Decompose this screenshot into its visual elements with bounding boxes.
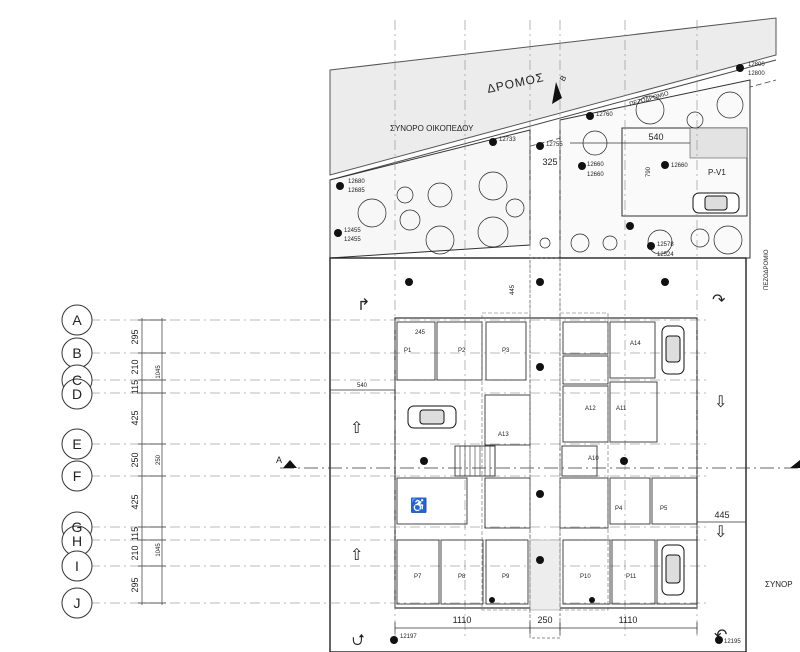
parking-v1-label: P-V1	[708, 168, 726, 177]
hdim-445v: 445	[510, 284, 516, 295]
zone-left	[481, 312, 531, 611]
hdim-325: 325	[542, 157, 557, 167]
axis-label-j: J	[74, 595, 81, 611]
level-label: 12195	[724, 639, 741, 645]
room-label: P1	[404, 348, 412, 354]
hdim-540: 540	[648, 132, 663, 142]
level-label: 12524	[657, 252, 674, 258]
road-curb-line	[329, 59, 777, 181]
axis-bubbles	[61, 304, 93, 619]
vdim-4: 425	[130, 410, 140, 425]
level-label: 12800	[748, 62, 765, 68]
hdim-790: 790	[646, 166, 652, 177]
level-label: 12755	[546, 142, 563, 148]
parking-v1-zone	[621, 127, 748, 217]
plot-boundary-label: ΣΥΝΟΡΟ ΟΙΚΟΠΕΔΟΥ	[390, 124, 474, 133]
stairs	[459, 445, 496, 477]
vtotal-2: 250	[156, 454, 162, 465]
room-label: P5	[660, 506, 668, 512]
hdim-middle: 250	[537, 615, 552, 625]
axis-label-f: F	[73, 468, 82, 484]
level-label: 12197	[400, 634, 417, 640]
level-label: 12680	[348, 179, 365, 185]
room-label: A10	[588, 456, 599, 462]
svg-text:⇧: ⇧	[350, 547, 363, 564]
hdim-left: 1110	[453, 615, 472, 625]
level-label: 12455	[344, 237, 361, 243]
level-label: 12660	[587, 162, 604, 168]
hdim-right-offset: 445	[714, 510, 729, 520]
road-strip	[329, 17, 777, 176]
level-label: 12455	[344, 228, 361, 234]
level-label: 12660	[671, 163, 688, 169]
svg-text:⇩: ⇩	[714, 524, 727, 541]
plot-boundary-right-label: ΣΥΝΟΡ	[765, 580, 793, 589]
section-a-marker-right	[790, 460, 800, 468]
shrubs	[357, 91, 744, 255]
level-label: 12733	[499, 137, 516, 143]
axis-label-b: B	[72, 345, 81, 361]
level-label: 12685	[348, 188, 365, 194]
hdim-245: 245	[415, 330, 426, 336]
section-b-label: B	[558, 74, 568, 83]
horizontal-dim-chain	[330, 142, 746, 634]
svg-text:⇧: ⇧	[350, 420, 363, 437]
grid-horizontal	[90, 319, 710, 604]
vdim-1: 295	[130, 329, 140, 344]
accessible-icon: ♿	[410, 497, 427, 514]
vtotal-1: 1045	[156, 365, 162, 379]
vdim-9: 295	[130, 577, 140, 592]
vdim-3: 115	[130, 380, 140, 394]
level-label: 12760	[596, 112, 613, 118]
parking-v1-hatch	[689, 127, 748, 159]
hdim-left-offset: 540	[357, 383, 368, 389]
axis-label-i: I	[75, 558, 79, 574]
axis-label-a: A	[72, 312, 82, 328]
room-label: P2	[458, 348, 466, 354]
room-label: P3	[502, 348, 510, 354]
car-icon	[661, 325, 685, 375]
room-label: P4	[615, 506, 623, 512]
svg-text:↱: ↱	[357, 297, 370, 314]
ramp-hatch	[529, 539, 561, 611]
room-label: A13	[498, 432, 509, 438]
hdim-right: 1110	[619, 615, 638, 625]
vdim-7: 115	[130, 527, 140, 541]
room-label: P11	[626, 574, 637, 580]
svg-text:⮍: ⮍	[352, 632, 365, 649]
section-b-marker	[552, 82, 562, 104]
car-icon	[692, 192, 740, 214]
room-label: A11	[616, 406, 627, 412]
level-label: 12800	[748, 71, 765, 77]
axis-label-h: H	[72, 533, 82, 549]
svg-text:⇩: ⇩	[714, 394, 727, 411]
axis-label-e: E	[72, 436, 81, 452]
vdim-2: 210	[130, 359, 140, 374]
room-label: P7	[414, 574, 422, 580]
vdim-8: 210	[130, 545, 140, 560]
level-label: 12660	[587, 172, 604, 178]
vdim-6: 425	[130, 494, 140, 509]
section-a-label: A	[276, 455, 282, 465]
room-label: P10	[580, 574, 591, 580]
zone-right	[559, 312, 609, 611]
vdim-5: 250	[130, 452, 140, 467]
vertical-dim-chain	[138, 318, 166, 605]
room-label: P8	[458, 574, 466, 580]
level-label: 12578	[657, 242, 674, 248]
car-icon	[407, 405, 457, 429]
room-label: A12	[585, 406, 596, 412]
axis-label-d: D	[72, 386, 82, 402]
svg-text:↷: ↷	[712, 292, 726, 309]
axis-label-c: C	[72, 372, 82, 388]
level-markers	[334, 64, 744, 644]
room-label: A14	[630, 341, 641, 347]
pavement-right-label: ΠΕΖΟΔΡΟΜΙΟ	[764, 249, 770, 290]
axis-label-g: G	[72, 519, 83, 535]
car-icon	[661, 544, 685, 596]
section-a-marker-left	[283, 460, 297, 468]
vtotal-3: 1045	[156, 543, 162, 557]
room-label: P9	[502, 574, 510, 580]
